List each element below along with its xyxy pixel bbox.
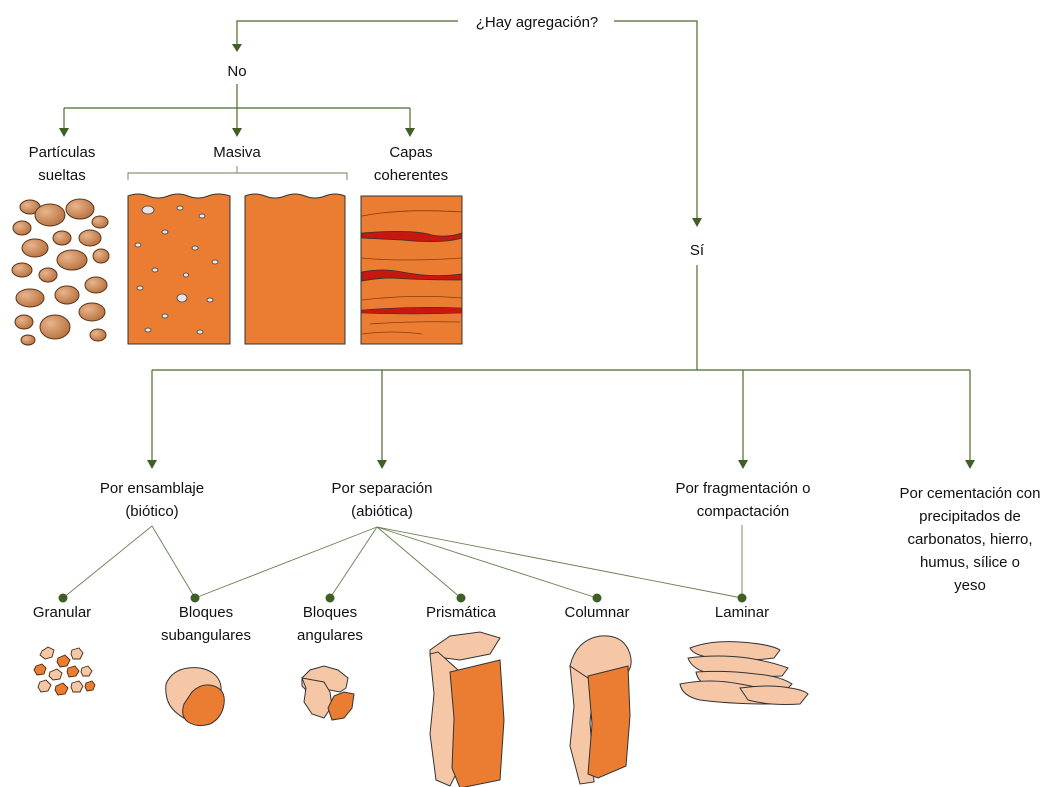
- granular-label: Granular: [33, 604, 91, 621]
- granular-icon: [34, 647, 95, 695]
- granular-node: [59, 594, 68, 603]
- prismatic-label: Prismática: [426, 604, 497, 621]
- fragmentation-label-line2: compactación: [697, 503, 790, 520]
- massive-with-pebbles-icon: [128, 194, 230, 344]
- prismatic-node: [457, 594, 466, 603]
- laminar-node: [738, 594, 747, 603]
- loose-particles-icon: [12, 199, 109, 345]
- fragmentation-label-line1: Por fragmentación o: [675, 480, 810, 497]
- cementation-label-line5: yeso: [954, 577, 986, 594]
- cementation-label-line2: precipitados de: [919, 508, 1021, 525]
- cementation-label-line4: humus, sílice o: [920, 554, 1020, 571]
- subangular-label-line2: subangulares: [161, 627, 251, 644]
- coherent-layers-icon: [361, 196, 462, 344]
- angular-label-line2: angulares: [297, 627, 363, 644]
- columnar-label: Columnar: [564, 604, 629, 621]
- laminar-label: Laminar: [715, 604, 769, 621]
- structure-dots: [59, 594, 747, 603]
- subangular-block-icon: [166, 668, 225, 726]
- assembly-label-line2: (biótico): [125, 503, 178, 520]
- loose-label-line2: sueltas: [38, 167, 86, 184]
- cementation-label-line1: Por cementación con: [900, 485, 1041, 502]
- massive-plain-icon: [245, 194, 345, 344]
- laminar-icon: [680, 642, 808, 705]
- angular-label-line1: Bloques: [303, 604, 357, 621]
- loose-label-line1: Partículas: [29, 144, 96, 161]
- massive-label: Masiva: [213, 144, 261, 161]
- no-label: No: [227, 63, 246, 80]
- coherent-label-line2: coherentes: [374, 167, 448, 184]
- prismatic-icon: [430, 632, 504, 787]
- columnar-node: [593, 594, 602, 603]
- yes-label: Sí: [690, 242, 705, 259]
- subangular-node: [191, 594, 200, 603]
- cementation-label-line3: carbonatos, hierro,: [907, 531, 1032, 548]
- angular-block-icon: [302, 666, 354, 720]
- coherent-label-line1: Capas: [389, 144, 432, 161]
- columnar-icon: [570, 636, 631, 784]
- separation-label-line1: Por separación: [332, 480, 433, 497]
- angular-node: [326, 594, 335, 603]
- assembly-label-line1: Por ensamblaje: [100, 480, 204, 497]
- subangular-label-line1: Bloques: [179, 604, 233, 621]
- separation-label-line2: (abiótica): [351, 503, 413, 520]
- root-question: ¿Hay agregación?: [476, 14, 599, 31]
